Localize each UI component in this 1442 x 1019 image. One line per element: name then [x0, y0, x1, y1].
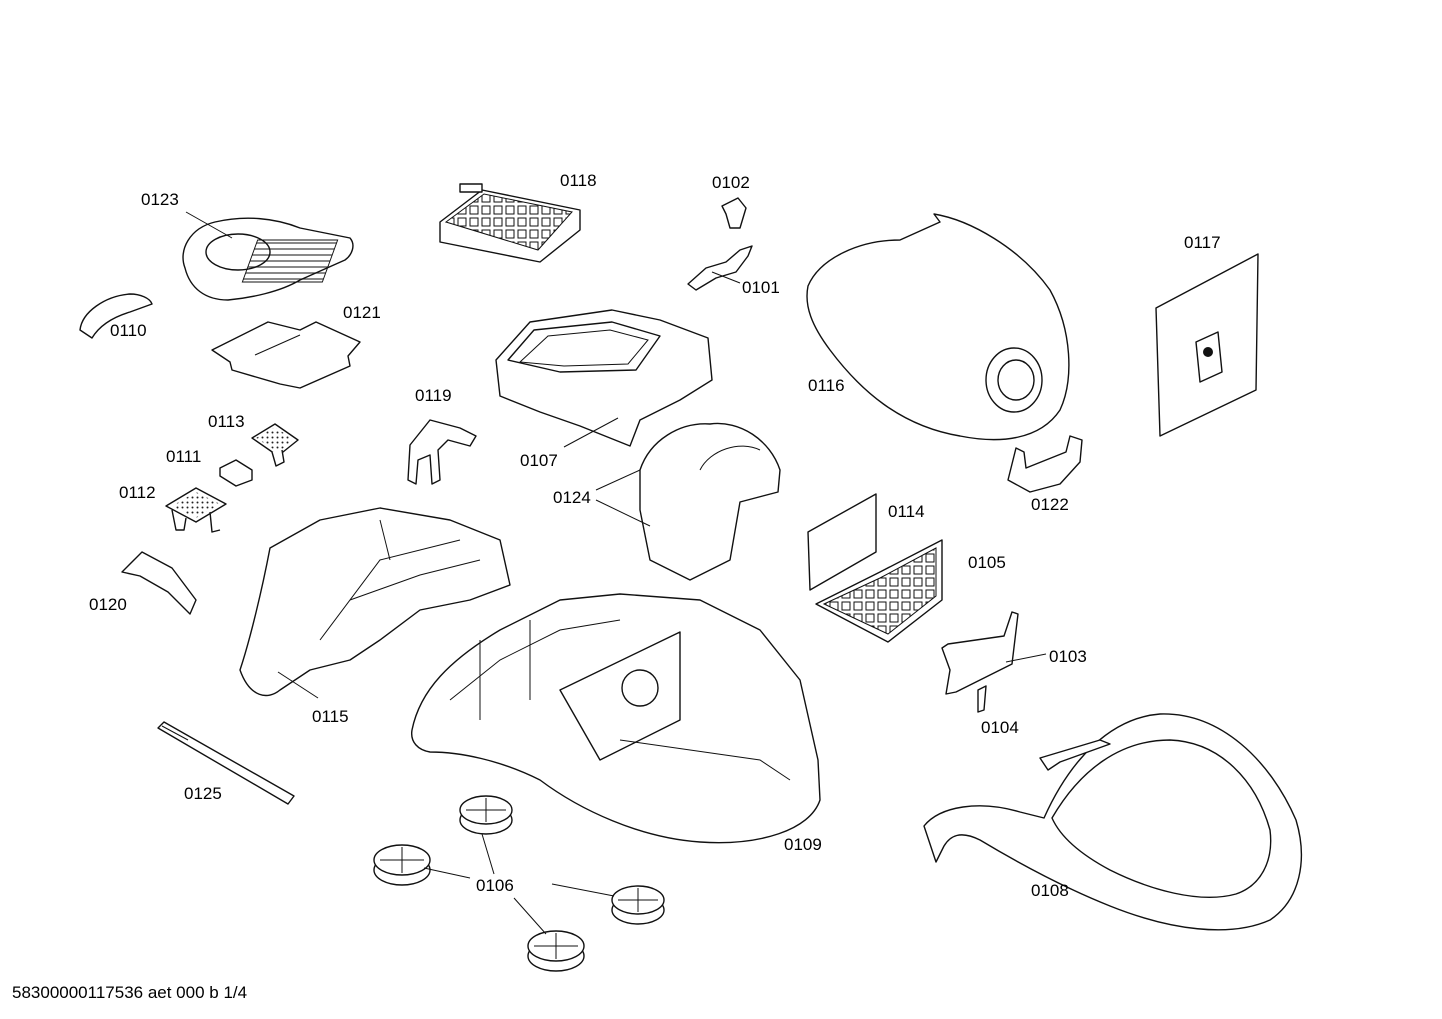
part-0106-wheel-2[interactable] [373, 844, 431, 886]
part-labels: 0123 0118 0102 0101 0117 0110 0121 0116 … [89, 171, 1221, 900]
label-0112: 0112 [119, 483, 156, 502]
label-0111: 0111 [166, 447, 201, 466]
part-0122-lid-catch[interactable] [1007, 435, 1083, 493]
label-0123: 0123 [141, 190, 179, 209]
part-0125-rod[interactable] [157, 721, 295, 805]
label-0105: 0105 [968, 553, 1006, 572]
part-0105-grid-frame[interactable] [815, 539, 943, 643]
part-0124-motor-cover[interactable] [639, 422, 781, 581]
part-0123-grille-cover[interactable] [182, 217, 354, 301]
label-0120: 0120 [89, 595, 127, 614]
label-0124: 0124 [553, 488, 591, 507]
part-0104-pin[interactable] [977, 685, 987, 713]
label-0118: 0118 [560, 171, 597, 190]
label-0107: 0107 [520, 451, 558, 470]
label-0110: 0110 [110, 321, 147, 340]
label-0103: 0103 [1049, 647, 1087, 666]
label-0113: 0113 [208, 412, 245, 431]
part-0116-lid[interactable] [806, 213, 1070, 441]
part-0109-main-body[interactable] [411, 593, 821, 844]
part-0108-bumper[interactable] [923, 713, 1303, 931]
label-0104: 0104 [981, 718, 1019, 737]
label-0109: 0109 [784, 835, 822, 854]
part-0115-upper-housing[interactable] [239, 507, 511, 697]
footer-document-code: 58300000117536 aet 000 b 1/4 [12, 983, 247, 1002]
part-0118-hepa-filter[interactable] [439, 183, 581, 263]
label-0101: 0101 [742, 278, 780, 297]
label-0116: 0116 [808, 376, 845, 395]
part-0106-wheel-4[interactable] [527, 930, 585, 972]
part-0119-holder[interactable] [407, 419, 477, 485]
label-0102: 0102 [712, 173, 750, 192]
part-0120-bracket[interactable] [121, 551, 197, 615]
part-0102-clip[interactable] [721, 197, 747, 229]
part-0112-filter-cap[interactable] [165, 487, 227, 533]
leader-lines [185, 211, 1047, 935]
part-0113-small-filter[interactable] [251, 423, 299, 467]
label-0115: 0115 [312, 707, 349, 726]
part-0106-wheel-3[interactable] [611, 885, 665, 925]
part-0114-filter-mat[interactable] [807, 493, 877, 591]
part-0117-dust-bag[interactable] [1155, 253, 1259, 437]
label-0122: 0122 [1031, 495, 1069, 514]
part-0121-filter-sheet[interactable] [211, 321, 361, 389]
part-0107-filter-housing[interactable] [495, 309, 713, 447]
label-0125: 0125 [184, 784, 222, 803]
label-0108: 0108 [1031, 881, 1069, 900]
label-0106: 0106 [476, 876, 514, 895]
label-0114: 0114 [888, 502, 925, 521]
part-0101-spring[interactable] [687, 245, 753, 291]
part-0110-clip[interactable] [79, 293, 153, 339]
label-0117: 0117 [1184, 233, 1221, 252]
part-0106-wheel-1[interactable] [459, 795, 513, 835]
label-0119: 0119 [415, 386, 452, 405]
part-0111-small-part[interactable] [219, 459, 253, 487]
part-0103-hinge[interactable] [941, 611, 1019, 695]
label-0121: 0121 [343, 303, 381, 322]
